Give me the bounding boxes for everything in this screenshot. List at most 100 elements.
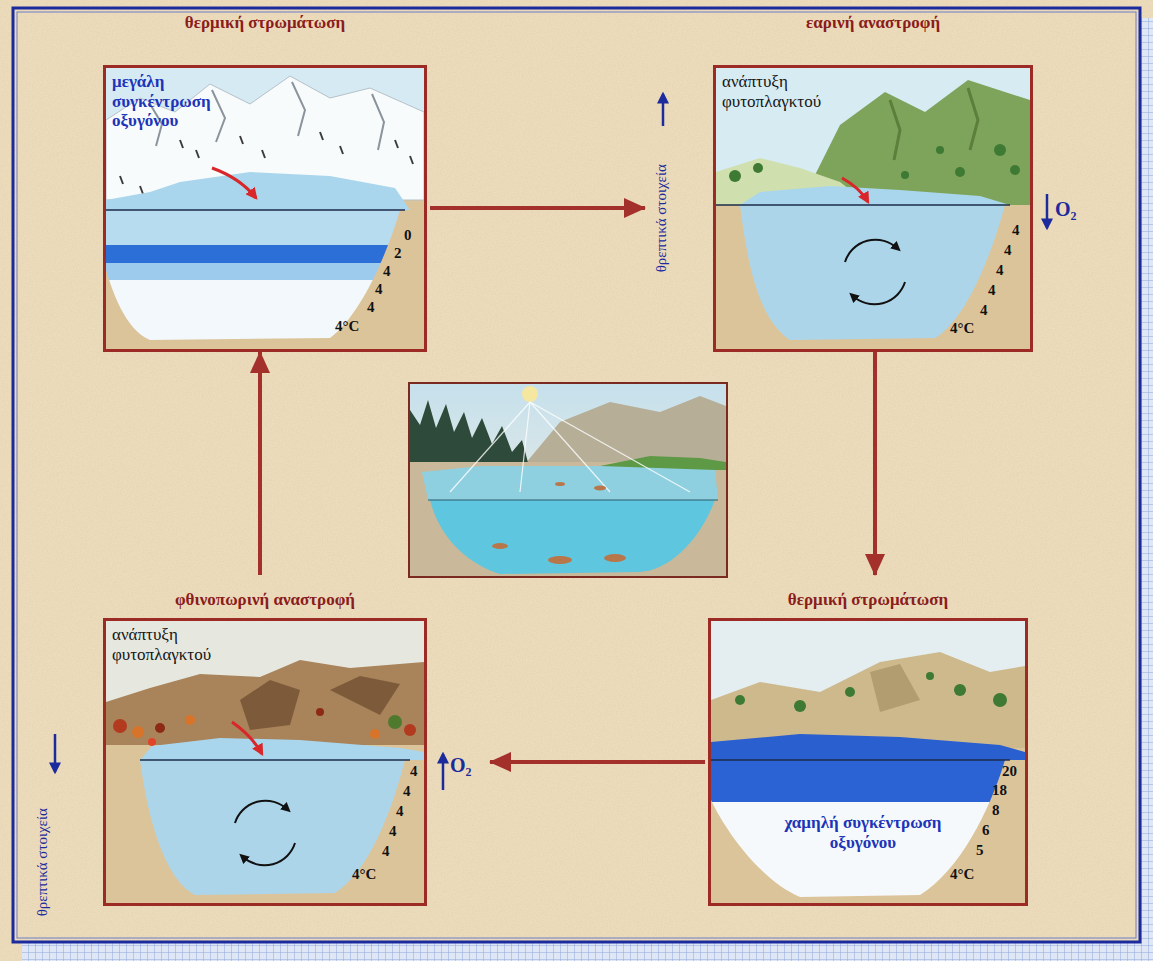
frame-shadow (1141, 18, 1153, 961)
depth-temperature: 4 (367, 299, 375, 316)
winter-lake-scene (106, 210, 424, 349)
panel-frame: χαμηλή συγκέντρωση οξυγόνου (708, 618, 1028, 906)
lake-picture (410, 462, 726, 576)
summer-lake-scene (993, 693, 1007, 707)
summer-lake-scene (711, 652, 1025, 748)
depth-temperature: 4 (1004, 242, 1012, 259)
autumn-lake-scene (155, 723, 165, 733)
depth-temperature: 4 (389, 823, 397, 840)
autumn-lake-scene (140, 760, 405, 895)
autumn-lake-scene (240, 680, 300, 730)
depth-temperature: 18 (992, 782, 1007, 799)
frame-border (17, 12, 1136, 938)
cycle-arrow (873, 352, 877, 575)
autumn-lake-scene (243, 843, 295, 865)
spring-lake-scene (936, 146, 944, 154)
depth-temperature: 6 (982, 822, 990, 839)
spring-lake-scene (845, 240, 897, 262)
summer-lake-scene (711, 802, 1025, 903)
panel-frame: μεγάλη συγκέντρωση οξυγόνου (103, 65, 427, 352)
frame-border (13, 8, 1140, 942)
summer-lake-scene (735, 695, 745, 705)
spring-lake-scene (1010, 165, 1020, 175)
spring-lake-scene (753, 163, 763, 173)
winter-lake-scene (106, 210, 424, 245)
spring-lake-scene (740, 205, 1005, 340)
autumn-lake-scene (106, 740, 424, 903)
depth-temperature: 4°C (950, 866, 974, 883)
winter-lake-scene (372, 94, 384, 150)
depth-temperature: 4 (988, 282, 996, 299)
spring-lake-scene (901, 171, 909, 179)
winter-lake-scene (120, 176, 123, 184)
frame-border (13, 8, 1140, 942)
oxygen-arrows (442, 754, 445, 790)
autumn-lake-scene (113, 708, 416, 739)
spring-lake-scene (842, 178, 868, 202)
spring-lake-scene (729, 170, 741, 182)
lake-picture (548, 556, 572, 564)
spring-lake-scene (853, 282, 905, 304)
panel-title: εαρινή αναστροφή (713, 12, 1033, 34)
spring-lake-scene (955, 167, 965, 177)
spring-lake-scene (740, 186, 1010, 205)
lake-picture (410, 384, 726, 576)
lake-picture (450, 402, 530, 492)
spring-lake-scene (729, 144, 1020, 182)
autumn-lake-scene (106, 660, 424, 745)
spring-lake-scene (890, 100, 900, 160)
winter-lake-scene (106, 280, 424, 349)
oxygen-label: O₂ (1055, 198, 1077, 220)
spring-lake-scene (716, 195, 1030, 349)
oxygen-arrows (443, 194, 1047, 790)
depth-temperature: 4 (996, 262, 1004, 279)
lake-picture (555, 482, 565, 486)
summer-lake-scene (711, 621, 1025, 903)
autumn-turnover-panel: ανάπτυξη φυτοπλαγκτούφθινοπωρινή αναστρο… (30, 575, 490, 906)
summer-lake-scene (735, 672, 1007, 712)
oxygen-arrows (1046, 194, 1049, 228)
nutrients-label: θρεπτικά στοιχεία (34, 808, 51, 916)
lake-picture (522, 386, 538, 402)
depth-temperature: 4 (410, 763, 418, 780)
winter-lake-scene (292, 82, 305, 136)
depth-temperature: 4 (375, 281, 383, 298)
winter-lake-scene (410, 156, 413, 164)
autumn-lake-scene (132, 726, 144, 738)
spring-turnover-panel: ανάπτυξη φυτοπλαγκτούεαρινή αναστροφή (645, 8, 1040, 352)
summer-lake-scene (845, 687, 855, 697)
depth-temperature: 4 (1012, 222, 1020, 239)
panel-caption: χαμηλή συγκέντρωση οξυγόνου (783, 813, 943, 852)
winter-lake-scene (106, 263, 424, 280)
lake-picture (530, 402, 690, 492)
lake-picture (428, 500, 718, 501)
depth-temperature: 4 (980, 302, 988, 319)
cycle-arrow (430, 206, 645, 210)
spring-lake-scene (716, 68, 1030, 349)
winter-lake-scene (240, 136, 243, 144)
winter-lake-scene (180, 140, 183, 148)
spring-lake-scene (968, 88, 978, 150)
frame-shadow (22, 18, 1153, 961)
autumn-lake-scene (370, 729, 380, 739)
panel-frame: ανάπτυξη φυτοπλαγκτού (103, 618, 427, 906)
winter-lake-scene (106, 68, 424, 349)
lake-picture (410, 384, 726, 576)
lake-picture (520, 402, 530, 492)
lake-picture (594, 486, 606, 491)
cycle-arrow (258, 352, 262, 575)
panel-caption: μεγάλη συγκέντρωση οξυγόνου (112, 72, 247, 131)
depth-temperature: 5 (976, 842, 984, 859)
summer-lake-scene (794, 700, 806, 712)
lake-picture (604, 554, 626, 562)
spring-lake-scene (716, 204, 1010, 206)
depth-temperature: 8 (992, 802, 1000, 819)
panel-title: θερμική στρωμάτωση (103, 12, 427, 34)
winter-lake-scene (340, 146, 343, 154)
autumn-lake-scene (106, 621, 424, 903)
cycle-arrow (490, 760, 705, 764)
lake-picture (410, 400, 530, 470)
